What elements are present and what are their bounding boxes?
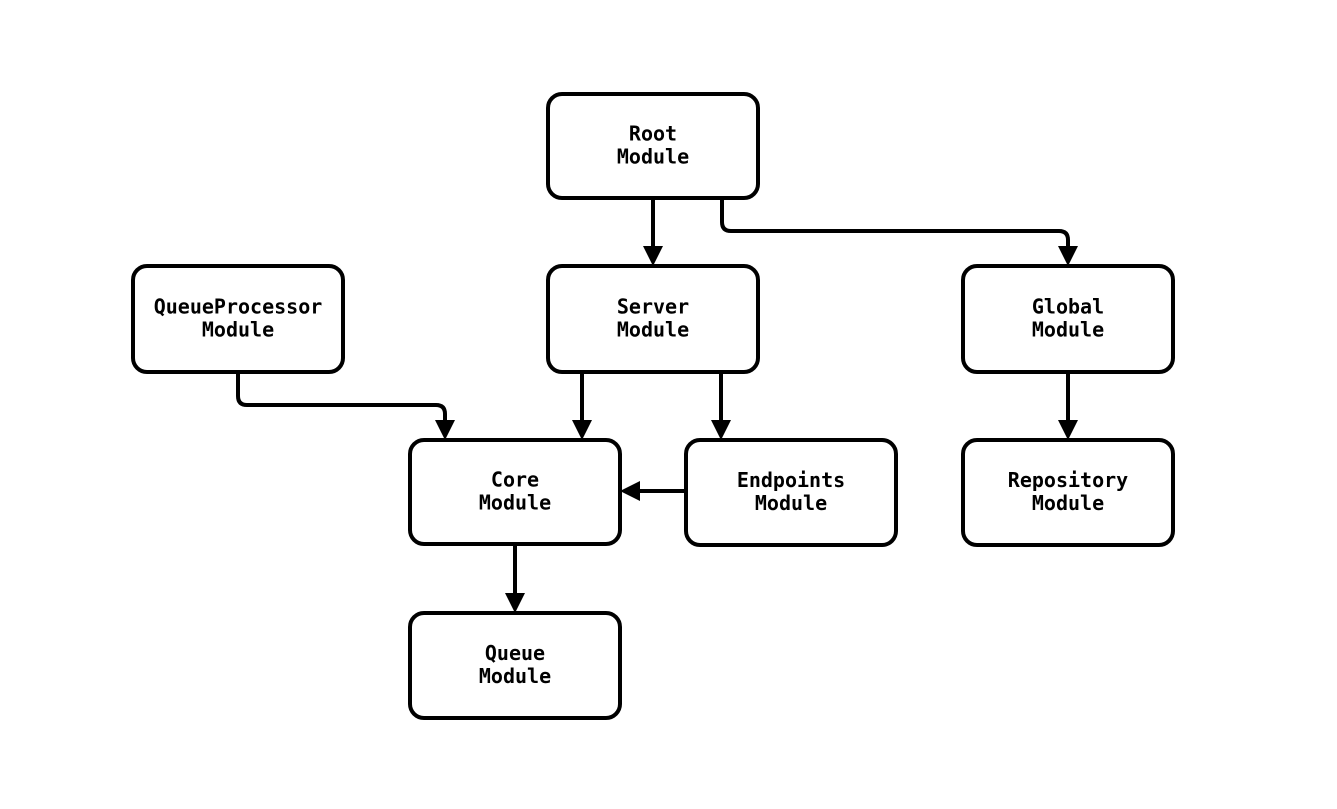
arrowhead-icon <box>643 246 663 266</box>
arrowhead-icon <box>1058 420 1078 440</box>
edge-line <box>236 372 447 426</box>
node-label-line2: Module <box>1032 491 1104 515</box>
arrowhead-icon <box>505 593 525 613</box>
edges-layer <box>236 198 1078 613</box>
arrowhead-icon <box>435 420 455 440</box>
node-label-line2: Module <box>202 318 274 342</box>
node-box[interactable] <box>546 92 760 200</box>
arrowhead-icon <box>620 481 640 501</box>
edge-root-to-global <box>720 198 1078 266</box>
node-label-line1: Root <box>629 122 677 146</box>
arrowhead-icon <box>572 420 592 440</box>
node-label-line1: Queue <box>485 641 545 665</box>
node-label-line1: Endpoints <box>737 468 845 492</box>
nodes-layer: RootModuleQueueProcessorModuleServerModu… <box>131 92 1175 720</box>
edge-core-to-queue <box>505 544 525 613</box>
edge-server-to-core <box>572 372 592 440</box>
node-label-line2: Module <box>755 491 827 515</box>
node-label-line2: Module <box>479 664 551 688</box>
node-box[interactable] <box>961 438 1175 547</box>
node-label-line1: Global <box>1032 295 1104 319</box>
edge-queueprocessor-to-core <box>236 372 455 440</box>
node-box[interactable] <box>546 264 760 374</box>
edge-endpoints-to-core <box>620 481 686 501</box>
arrowhead-icon <box>711 420 731 440</box>
node-label-line1: Server <box>617 295 689 319</box>
edge-line <box>720 198 1070 252</box>
edge-server-to-endpoints <box>711 372 731 440</box>
node-box[interactable] <box>961 264 1175 374</box>
node-label-line1: Repository <box>1008 468 1128 492</box>
node-box[interactable] <box>684 438 898 547</box>
node-label-line2: Module <box>1032 318 1104 342</box>
arrowhead-icon <box>1058 246 1078 266</box>
node-box[interactable] <box>408 438 622 546</box>
node-box[interactable] <box>131 264 345 374</box>
node-box[interactable] <box>408 611 622 720</box>
node-label-line1: Core <box>491 468 539 492</box>
node-label-line2: Module <box>617 318 689 342</box>
node-label-line1: QueueProcessor <box>154 295 323 319</box>
node-label-line2: Module <box>479 491 551 515</box>
edge-root-to-server <box>643 198 663 266</box>
edge-global-to-repository <box>1058 372 1078 440</box>
node-label-line2: Module <box>617 145 689 169</box>
